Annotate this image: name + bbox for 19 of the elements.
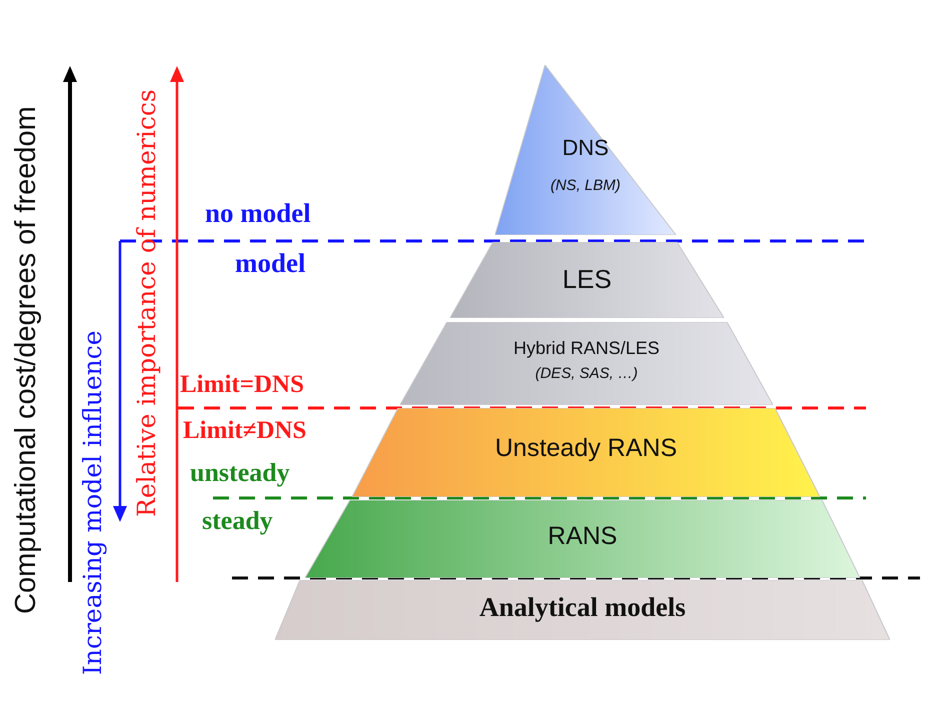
level-title: RANS xyxy=(548,522,618,551)
axis-label: Relative importance of numericcs xyxy=(134,88,159,519)
pyramid-level xyxy=(400,322,773,405)
level-examples: (DES, SAS, …) xyxy=(535,365,638,382)
pyramid-level xyxy=(352,408,820,497)
pyramid-level xyxy=(495,65,676,235)
pyramid-level xyxy=(305,500,860,578)
axis-label: Increasing model influence xyxy=(80,329,105,677)
level-title: Hybrid RANS/LES xyxy=(513,338,660,359)
axis-label: Computational cost/degrees of freedom xyxy=(12,105,41,616)
level-title: DNS xyxy=(562,135,609,161)
pyramid-level xyxy=(275,580,890,640)
region-label: unsteady xyxy=(190,460,290,486)
pyramid-level xyxy=(450,242,724,318)
level-title: Unsteady RANS xyxy=(494,434,678,463)
level-title: LES xyxy=(562,264,612,295)
level-title: Analytical models xyxy=(479,592,686,623)
level-examples: (NS, LBM) xyxy=(550,177,620,194)
region-label: steady xyxy=(202,508,273,534)
